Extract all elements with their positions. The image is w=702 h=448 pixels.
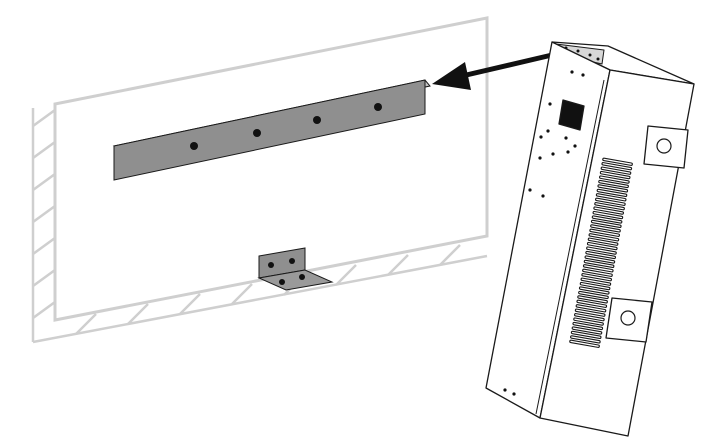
floor — [32, 244, 488, 344]
wall-bracket-screw — [313, 116, 321, 124]
vent-slot — [589, 228, 621, 237]
vent-slot — [602, 157, 633, 166]
vent-slot — [584, 255, 616, 264]
vent-slot — [600, 166, 632, 175]
vent-slot — [573, 317, 604, 326]
vent-slot — [588, 233, 620, 242]
ventilation-grille — [569, 157, 633, 348]
insertion-arrow — [432, 52, 555, 90]
vent-slot — [594, 202, 625, 211]
wall-bracket-face — [113, 79, 426, 181]
wall-bracket-screw — [374, 103, 382, 111]
front-lower-mounting-tab — [605, 297, 653, 343]
vent-slot — [586, 241, 618, 251]
floor-bracket-base — [257, 269, 334, 291]
vent-slot — [587, 237, 619, 246]
side-cable-port — [558, 99, 585, 131]
vent-slot — [571, 326, 603, 335]
arrow-head — [432, 62, 471, 90]
vent-slot — [583, 259, 615, 269]
cabinet — [485, 41, 695, 437]
vent-slot — [598, 179, 629, 189]
vent-slot — [586, 246, 617, 255]
vent-slot — [581, 273, 613, 282]
wall-bracket-screw — [253, 129, 261, 137]
vent-slot — [590, 224, 621, 233]
hook-screw — [576, 49, 580, 53]
vent-slot — [575, 304, 607, 313]
vent-slot — [569, 339, 600, 348]
vent-slot — [595, 197, 626, 206]
vent-slot — [593, 206, 625, 215]
vent-slot — [576, 299, 608, 308]
side-mounting-holes — [503, 70, 585, 396]
vent-slot — [574, 308, 606, 317]
vent-slot — [579, 281, 611, 291]
vent-slot — [582, 268, 613, 277]
vent-slot — [597, 184, 629, 193]
front-upper-mounting-tab — [643, 125, 689, 169]
vent-slot — [578, 286, 610, 295]
wall-bracket-screw — [190, 142, 198, 150]
vent-slot — [585, 250, 617, 260]
vent-slot — [570, 335, 601, 344]
vent-slot — [580, 277, 612, 286]
floor-bracket-screw — [279, 279, 285, 285]
wall-bracket — [112, 79, 431, 181]
vent-slot — [595, 193, 627, 202]
hook-screw — [596, 57, 600, 61]
hook-screw — [588, 53, 592, 57]
floor-bracket-screw — [289, 258, 295, 264]
vent-slot — [572, 321, 604, 331]
vent-slot — [582, 264, 614, 273]
floor-bracket-screw — [268, 262, 274, 268]
vent-slot — [592, 210, 624, 220]
vent-slot — [574, 313, 605, 322]
vent-slot — [578, 290, 609, 300]
vent-slot — [599, 175, 630, 184]
wall-hatching — [31, 108, 56, 342]
vent-slot — [577, 295, 608, 304]
floor-bracket-screw — [299, 274, 305, 280]
vent-slot — [570, 330, 602, 340]
vent-slot — [599, 170, 631, 180]
vent-slot — [596, 188, 628, 198]
vent-slot — [590, 219, 622, 229]
floor-bracket — [257, 247, 334, 291]
vent-slot — [601, 162, 633, 171]
vent-slot — [591, 215, 623, 224]
